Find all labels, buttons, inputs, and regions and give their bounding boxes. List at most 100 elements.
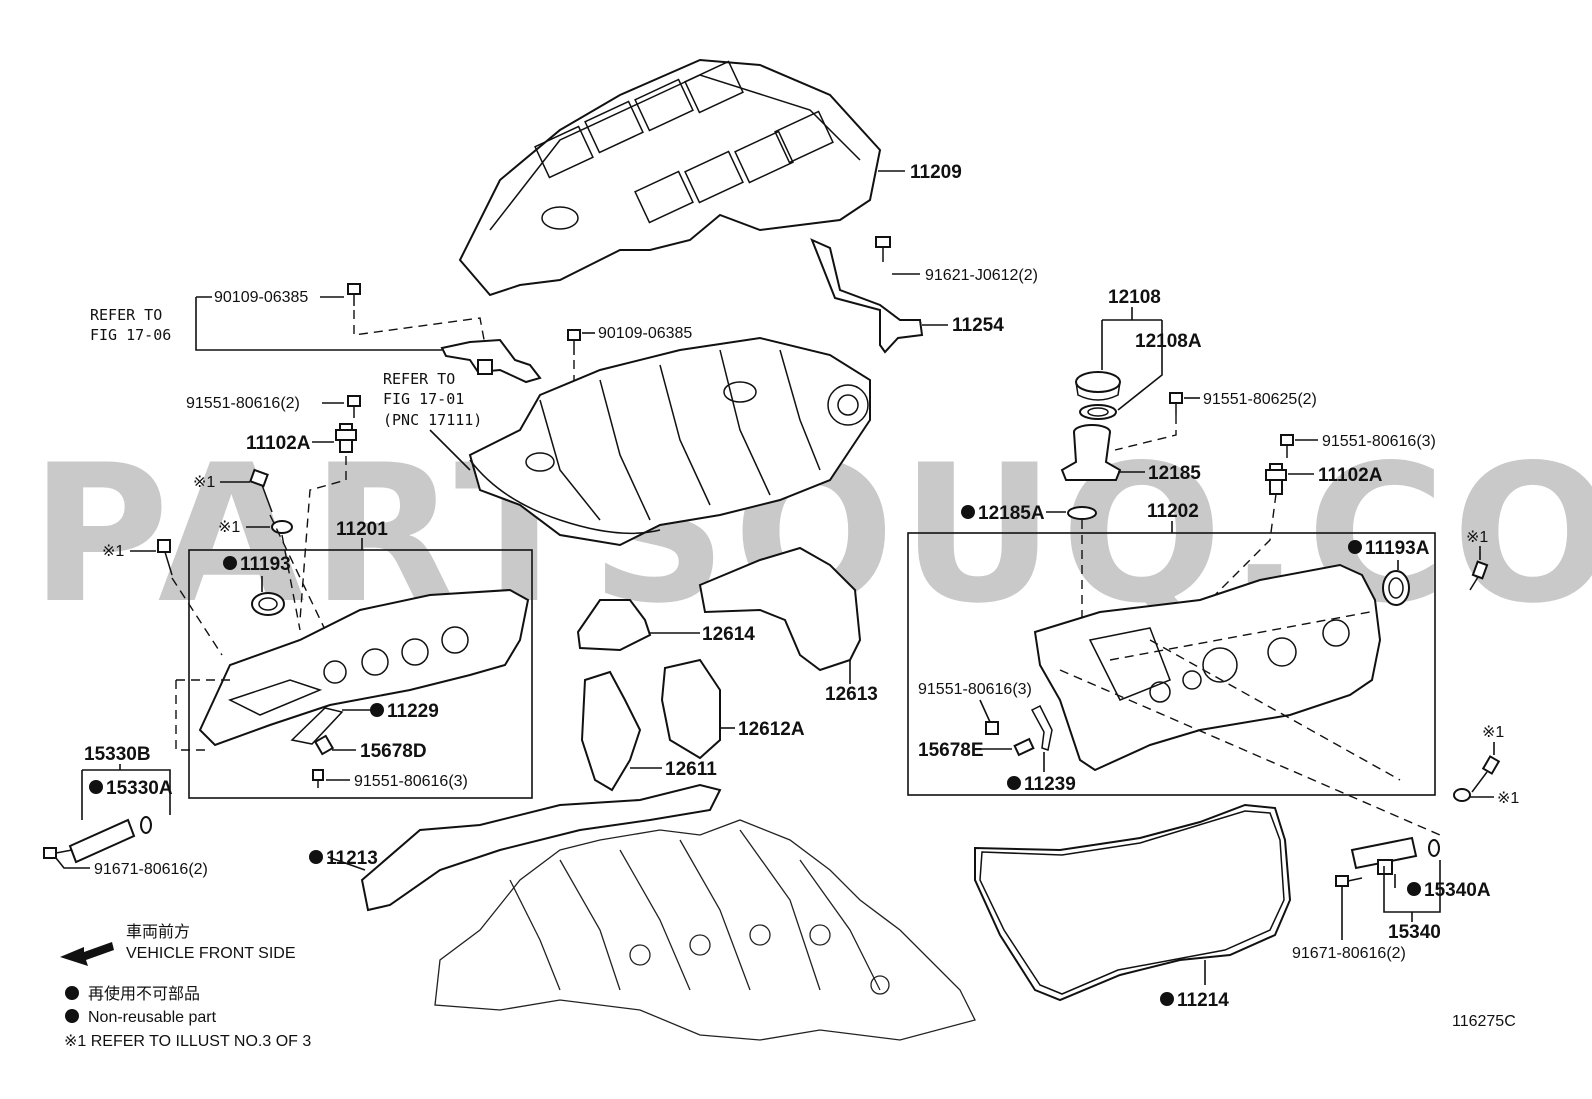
insulator-12611[interactable] bbox=[580, 670, 642, 792]
label-11102A-left: 11102A bbox=[246, 433, 311, 454]
label-90109-06385-b: 90109-06385 bbox=[598, 325, 692, 342]
bolt-91671-left[interactable] bbox=[43, 847, 73, 859]
nonreusable-mark-11193 bbox=[223, 556, 237, 570]
bolt-90109-06385-b[interactable] bbox=[567, 329, 581, 355]
bolt-ref-x1-right-top[interactable] bbox=[1469, 560, 1489, 591]
refer-17-06-line1: REFER TO bbox=[90, 306, 162, 324]
insulator-12612A[interactable] bbox=[660, 658, 721, 760]
bolt-91551-80616-rbox[interactable] bbox=[985, 721, 999, 735]
label-11209: 11209 bbox=[910, 162, 962, 183]
bracket-15678D[interactable] bbox=[313, 734, 335, 756]
plug-seal-11193A[interactable] bbox=[1382, 570, 1410, 606]
label-91621: 91621-J0612(2) bbox=[925, 267, 1038, 284]
front-arrow-icon bbox=[60, 942, 114, 966]
label-12108: 12108 bbox=[1108, 287, 1161, 308]
bolt-91551-80625[interactable] bbox=[1169, 392, 1183, 415]
legend-nonreusable-en: Non-reusable part bbox=[88, 1009, 217, 1026]
refer-17-01-line1: REFER TO bbox=[383, 370, 455, 388]
label-x1-right-top: ※1 bbox=[1466, 529, 1488, 546]
label-15340A: 15340A bbox=[1424, 880, 1491, 901]
group-box-11201 bbox=[188, 549, 533, 799]
legend-dot-jp bbox=[65, 986, 79, 1000]
label-x1-left-c: ※1 bbox=[102, 543, 124, 560]
intake-manifold-17111[interactable] bbox=[468, 336, 871, 547]
nonreusable-mark-15340A bbox=[1407, 882, 1421, 896]
valve-cover-11202[interactable] bbox=[1033, 563, 1382, 772]
label-12613: 12613 bbox=[825, 684, 878, 705]
figure-code: 116275C bbox=[1452, 1013, 1516, 1030]
valve-cover-gasket-11213[interactable] bbox=[360, 783, 722, 912]
label-x1-right-low: ※1 bbox=[1497, 790, 1519, 807]
legend-front-en: VEHICLE FRONT SIDE bbox=[126, 945, 296, 962]
label-91671-right: 91671-80616(2) bbox=[1292, 945, 1406, 962]
nonreusable-mark-12185A bbox=[961, 505, 975, 519]
label-11214: 11214 bbox=[1177, 990, 1229, 1011]
refer-17-06-line2: FIG 17-06 bbox=[90, 326, 171, 344]
label-11201: 11201 bbox=[336, 519, 388, 540]
label-11102A-right: 11102A bbox=[1318, 465, 1383, 486]
legend-dot-en bbox=[65, 1009, 79, 1023]
gasket-12185A[interactable] bbox=[1067, 506, 1097, 520]
legend: 車両前方 VEHICLE FRONT SIDE 再使用不可部品 Non-reus… bbox=[60, 923, 311, 1050]
label-12611: 12611 bbox=[665, 759, 717, 780]
label-x1-left-a: ※1 bbox=[193, 474, 215, 491]
gasket-11229[interactable] bbox=[290, 707, 344, 745]
plug-seal-11193[interactable] bbox=[251, 592, 285, 616]
engine-cover-11209[interactable] bbox=[458, 58, 882, 297]
label-15678D: 15678D bbox=[360, 741, 427, 762]
label-91671-left: 91671-80616(2) bbox=[94, 861, 208, 878]
oil-filler-cap-12108[interactable] bbox=[1075, 371, 1121, 420]
bolt-90109-06385-a[interactable] bbox=[347, 283, 361, 306]
cam-sensor-11102A-right[interactable] bbox=[1265, 463, 1287, 495]
oil-control-valve-15330[interactable] bbox=[68, 816, 152, 864]
bolt-ref-x1-left-c[interactable] bbox=[157, 539, 173, 576]
washer-ref-x1-right[interactable] bbox=[1453, 788, 1471, 802]
legend-front-jp: 車両前方 bbox=[126, 923, 190, 941]
label-91551-80625: 91551-80625(2) bbox=[1203, 391, 1317, 408]
label-91551-80616-3-rbox: 91551-80616(3) bbox=[918, 681, 1032, 698]
label-12612A: 12612A bbox=[738, 719, 805, 740]
label-15340: 15340 bbox=[1388, 922, 1441, 943]
bolt-91551-80616-right[interactable] bbox=[1280, 434, 1294, 458]
nonreusable-mark-15330A bbox=[89, 780, 103, 794]
label-12614: 12614 bbox=[702, 624, 755, 645]
engine-block-outline bbox=[434, 819, 976, 1041]
label-15678E: 15678E bbox=[918, 740, 984, 761]
label-11202: 11202 bbox=[1147, 501, 1199, 522]
oil-filler-pipe-12185[interactable] bbox=[1060, 424, 1122, 481]
bracket-15678E[interactable] bbox=[1013, 737, 1035, 757]
valve-cover-11201[interactable] bbox=[198, 588, 530, 747]
bolt-91551-80616-lbox[interactable] bbox=[312, 769, 324, 788]
sensor-11254[interactable] bbox=[810, 238, 924, 354]
label-91551-80616-2: 91551-80616(2) bbox=[186, 395, 300, 412]
bolt-91621[interactable] bbox=[875, 236, 891, 262]
bolt-91551-80616-2[interactable] bbox=[347, 395, 361, 418]
label-x1-left-b: ※1 bbox=[218, 519, 240, 536]
valve-cover-gasket-11214[interactable] bbox=[974, 803, 1292, 1002]
label-x1-right-mid: ※1 bbox=[1482, 724, 1504, 741]
label-11229: 11229 bbox=[387, 701, 439, 722]
label-15330B: 15330B bbox=[84, 744, 151, 765]
nonreusable-mark-11229 bbox=[370, 703, 384, 717]
gasket-11239[interactable] bbox=[1030, 704, 1053, 751]
insulator-12614[interactable] bbox=[576, 599, 652, 652]
label-15330A: 15330A bbox=[106, 778, 173, 799]
oil-control-valve-15340[interactable] bbox=[1350, 836, 1440, 875]
label-12108A: 12108A bbox=[1135, 331, 1202, 352]
label-90109-06385-a: 90109-06385 bbox=[214, 289, 308, 306]
bolt-91671-right[interactable] bbox=[1335, 875, 1363, 887]
cam-sensor-11102A-left[interactable] bbox=[335, 423, 357, 453]
label-12185A: 12185A bbox=[978, 503, 1045, 524]
bolt-ref-x1-left-a[interactable] bbox=[249, 468, 273, 513]
bolt-ref-x1-right-mid[interactable] bbox=[1471, 755, 1501, 793]
label-11193: 11193 bbox=[240, 554, 291, 575]
sensor-bracket-17-06[interactable] bbox=[440, 338, 542, 384]
label-11213: 11213 bbox=[326, 848, 378, 869]
washer-ref-x1-left[interactable] bbox=[271, 520, 293, 534]
label-11254: 11254 bbox=[952, 315, 1004, 336]
nonreusable-mark-11213 bbox=[309, 850, 323, 864]
nonreusable-mark-11193A bbox=[1348, 540, 1362, 554]
label-91551-80616-3-right: 91551-80616(3) bbox=[1322, 433, 1436, 450]
label-11239: 11239 bbox=[1024, 774, 1076, 795]
refer-17-01-line3: (PNC 17111) bbox=[383, 411, 482, 429]
